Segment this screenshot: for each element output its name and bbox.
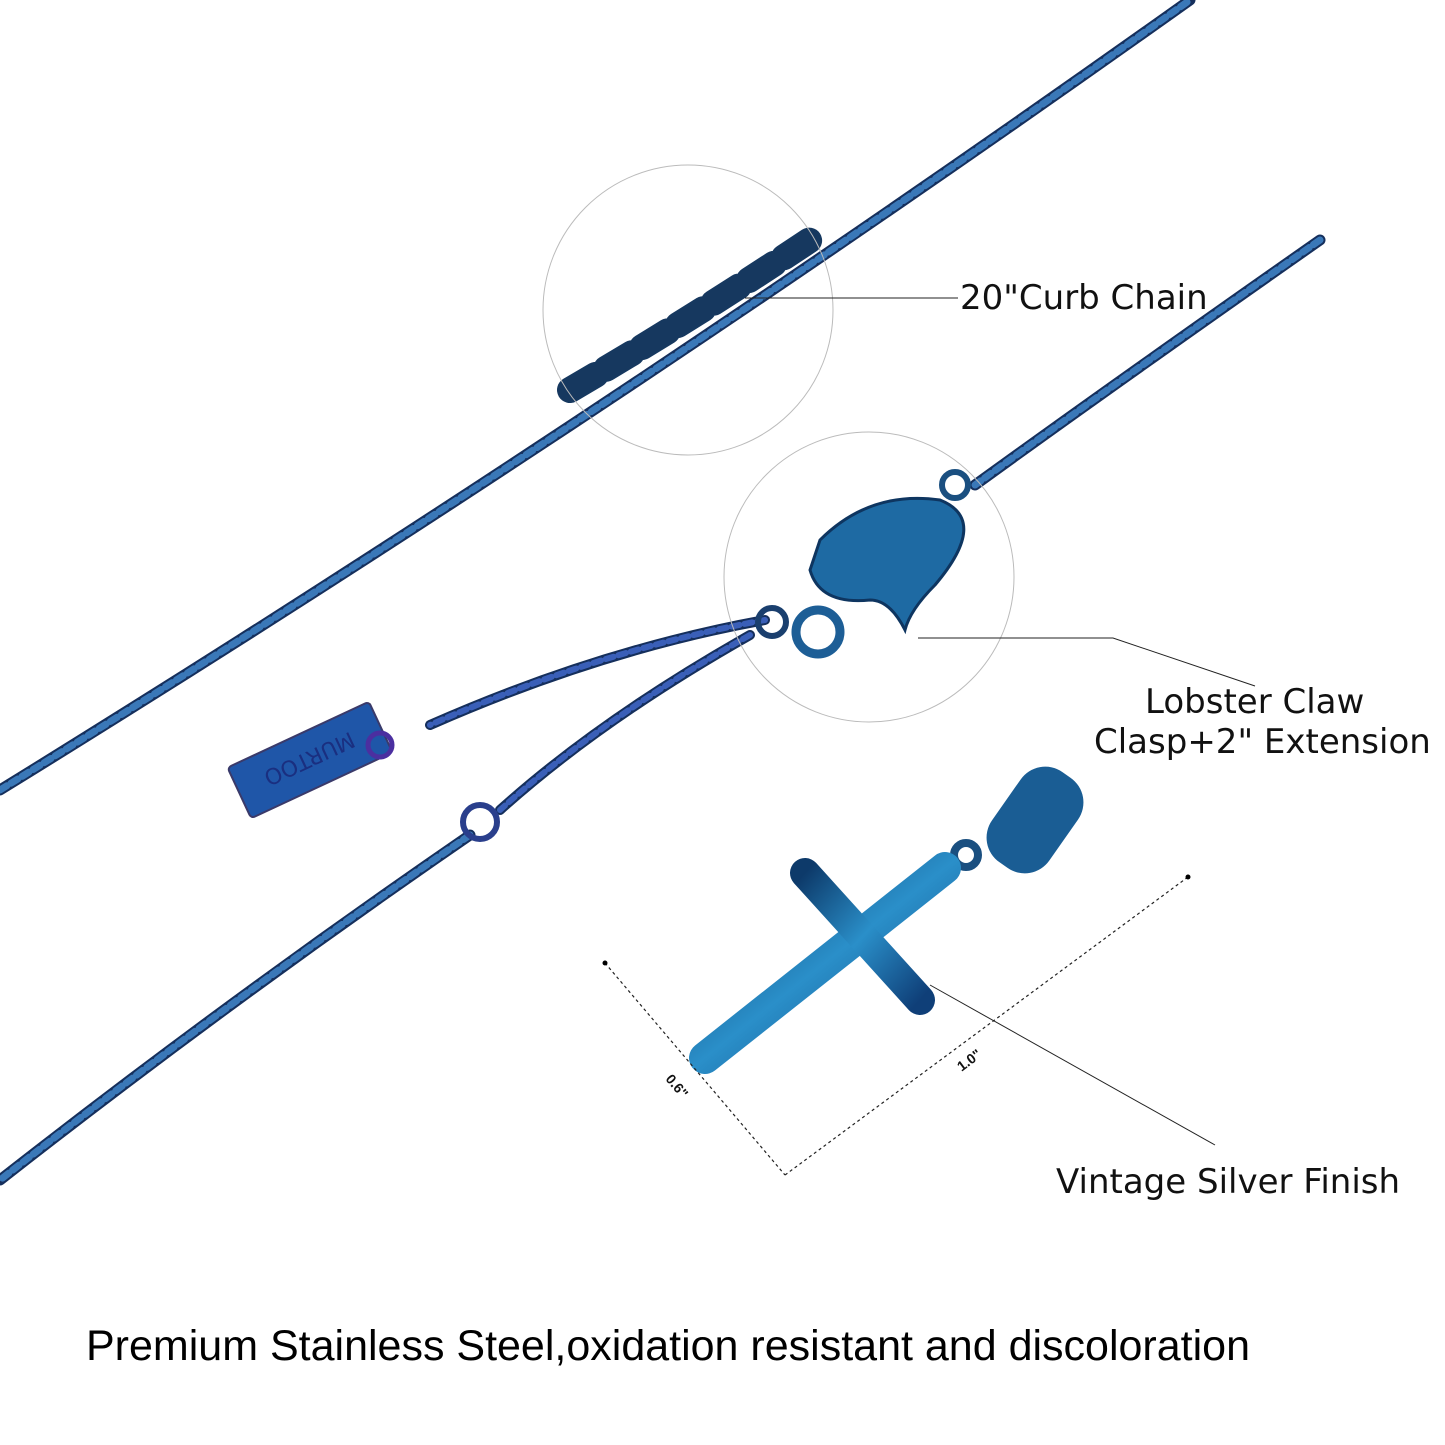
- callout-finish: Vintage Silver Finish: [1056, 1162, 1401, 1202]
- brand-tag: MURTOO: [227, 701, 393, 819]
- curb-chain: [0, 0, 1326, 1186]
- footer-caption: Premium Stainless Steel,oxidation resist…: [86, 1322, 1250, 1370]
- callout-chain: 20"Curb Chain: [960, 278, 1208, 318]
- dimension-lines: [604, 876, 1189, 1176]
- callout-clasp-line2: Clasp+2" Extension: [1094, 722, 1431, 762]
- callout-clasp-line1: Lobster Claw: [1145, 682, 1365, 722]
- zoom-circle-clasp: [723, 431, 1015, 723]
- cross-pendant: [689, 766, 1084, 1074]
- lobster-clasp: [791, 469, 971, 659]
- jump-ring: [460, 802, 500, 842]
- callout-lines: [745, 297, 1256, 1146]
- zoom-circle-chain: [542, 164, 834, 456]
